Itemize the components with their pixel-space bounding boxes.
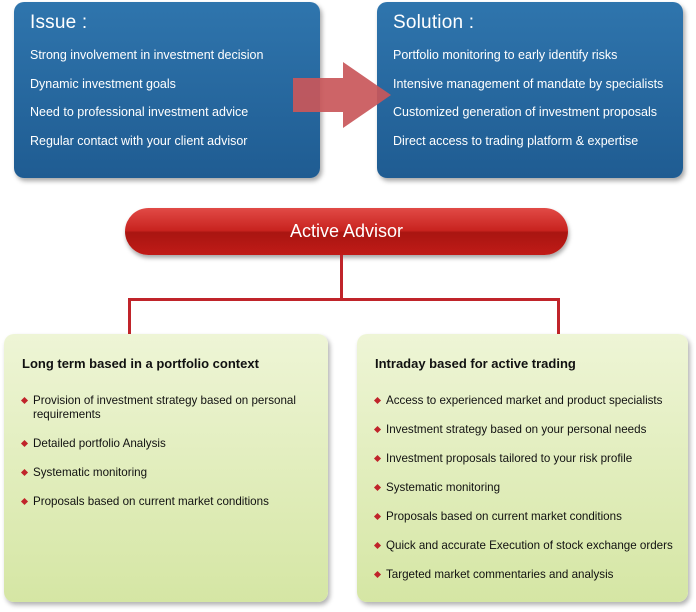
list-item: Access to experienced market and product… (373, 394, 680, 408)
connector-vertical-center (340, 255, 343, 300)
diamond-bullet-icon (20, 497, 29, 506)
list-item: Proposals based on current market condit… (20, 495, 318, 509)
list-item-text: Provision of investment strategy based o… (33, 394, 296, 421)
issue-item: Dynamic investment goals (30, 76, 176, 91)
diamond-bullet-icon (373, 396, 382, 405)
solution-list: Portfolio monitoring to early identify r… (393, 47, 683, 162)
diamond-bullet-icon (373, 454, 382, 463)
list-item: Targeted market commentaries and analysi… (373, 568, 680, 582)
diamond-bullet-icon (373, 570, 382, 579)
diamond-bullet-icon (373, 483, 382, 492)
list-item: Proposals based on current market condit… (373, 510, 680, 524)
list-item: Investment strategy based on your person… (373, 423, 680, 437)
list-item: Investment proposals tailored to your ri… (373, 452, 680, 466)
diamond-bullet-icon (20, 439, 29, 448)
diamond-bullet-icon (373, 512, 382, 521)
solution-item: Customized generation of investment prop… (393, 105, 658, 120)
list-item: Systematic monitoring (20, 466, 318, 480)
list-item: Detailed portfolio Analysis (20, 437, 318, 451)
intraday-title: Intraday based for active trading (375, 356, 576, 371)
arrow-right-icon (293, 62, 391, 128)
issue-item: Regular contact with your client advisor (30, 134, 248, 149)
list-item-text: Quick and accurate Execution of stock ex… (386, 539, 673, 552)
solution-item: Intensive management of mandate by speci… (393, 76, 664, 91)
connector-vertical-left (128, 298, 131, 335)
list-item: Provision of investment strategy based o… (20, 394, 318, 422)
list-item-text: Proposals based on current market condit… (33, 495, 269, 508)
diamond-bullet-icon (373, 425, 382, 434)
long-term-title: Long term based in a portfolio context (22, 356, 259, 371)
diamond-bullet-icon (20, 396, 29, 405)
connector-vertical-right (557, 298, 560, 335)
list-item-text: Access to experienced market and product… (386, 394, 663, 407)
issue-item: Need to professional investment advice (30, 105, 249, 120)
solution-item: Direct access to trading platform & expe… (393, 134, 639, 149)
intraday-list: Access to experienced market and product… (373, 394, 680, 582)
intraday-box: Intraday based for active trading Access… (357, 334, 688, 602)
diamond-bullet-icon (20, 468, 29, 477)
issue-item: Strong involvement in investment decisio… (30, 48, 264, 62)
issue-list: Strong involvement in investment decisio… (30, 47, 320, 162)
long-term-list: Provision of investment strategy based o… (20, 394, 318, 509)
list-item: Quick and accurate Execution of stock ex… (373, 539, 680, 553)
list-item-text: Systematic monitoring (386, 481, 501, 494)
list-item-text: Targeted market commentaries and analysi… (386, 568, 614, 581)
solution-title: Solution : (393, 12, 475, 33)
list-item-text: Proposals based on current market condit… (386, 510, 622, 523)
active-advisor-pill: Active Advisor (125, 208, 568, 255)
diamond-bullet-icon (373, 541, 382, 550)
long-term-box: Long term based in a portfolio context P… (4, 334, 328, 602)
list-item: Systematic monitoring (373, 481, 680, 495)
list-item-text: Systematic monitoring (33, 466, 148, 479)
list-item-text: Detailed portfolio Analysis (33, 437, 166, 450)
list-item-text: Investment strategy based on your person… (386, 423, 647, 436)
issue-title: Issue : (30, 12, 88, 33)
issue-box: Issue : Strong involvement in investment… (14, 2, 320, 178)
list-item-text: Investment proposals tailored to your ri… (386, 452, 633, 465)
connector-horizontal (128, 298, 560, 301)
solution-box: Solution : Portfolio monitoring to early… (377, 2, 683, 178)
solution-item: Portfolio monitoring to early identify r… (393, 48, 618, 62)
